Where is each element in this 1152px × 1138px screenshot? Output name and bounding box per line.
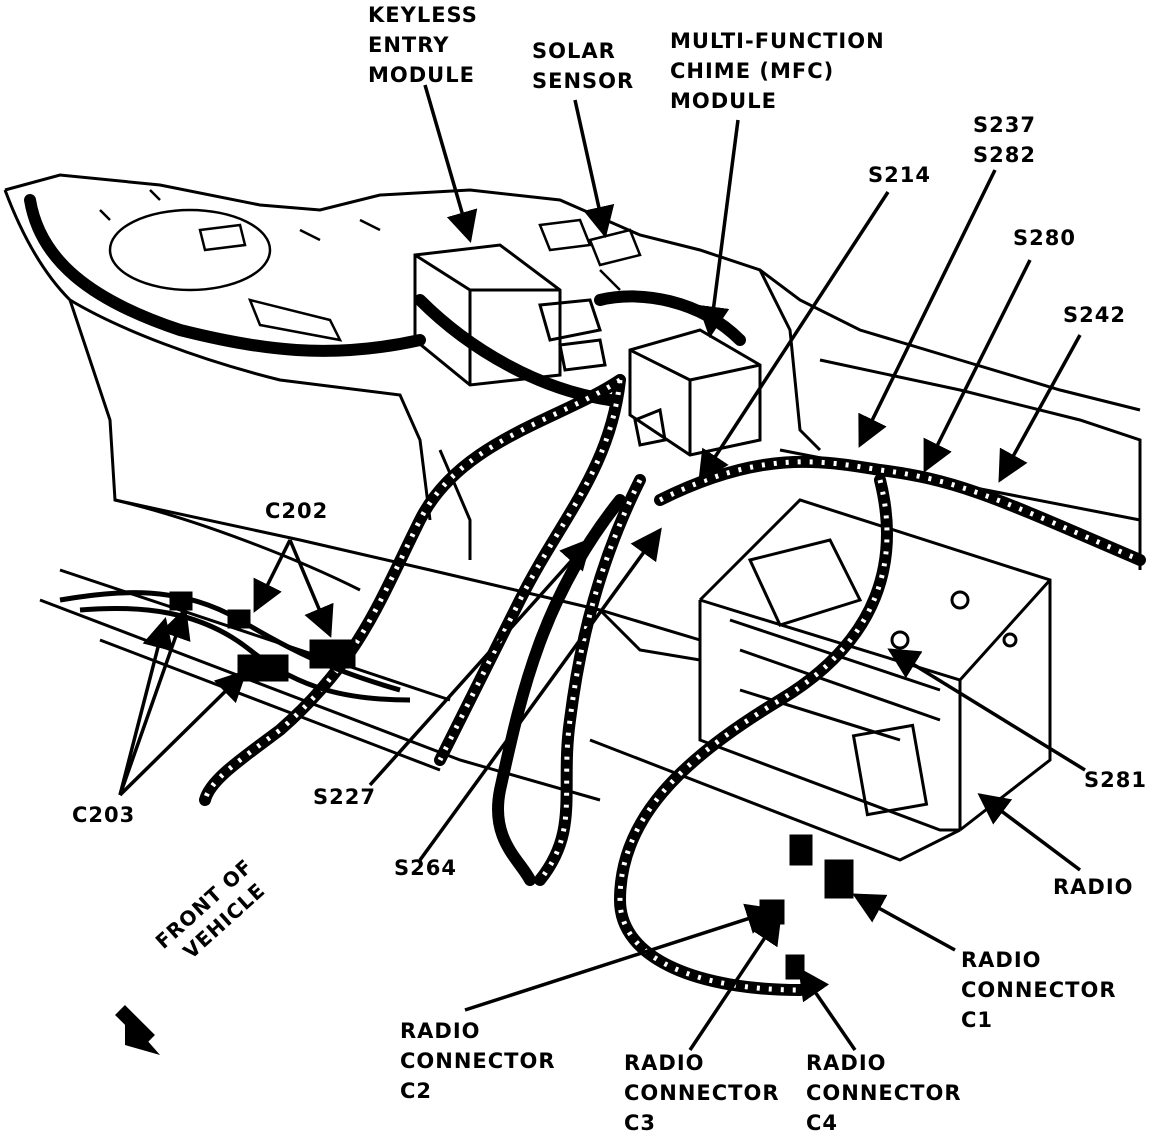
- label-line: MODULE: [670, 89, 777, 113]
- label-solar-sensor: SOLAR SENSOR: [532, 36, 634, 96]
- label-line: RADIO: [806, 1051, 887, 1075]
- radio-connectors: [759, 834, 854, 980]
- label-line: MODULE: [368, 63, 475, 87]
- front-of-vehicle-arrow-icon: [115, 1005, 160, 1055]
- label-line: C4: [806, 1111, 839, 1135]
- label-line: MULTI-FUNCTION: [670, 29, 885, 53]
- label-keyless-entry-module: KEYLESS ENTRY MODULE: [368, 0, 478, 90]
- wire-harness-banding: [202, 377, 1141, 993]
- label-line: RADIO: [961, 948, 1042, 972]
- label-line: SOLAR: [532, 39, 616, 63]
- label-s281: S281: [1084, 768, 1147, 792]
- label-radio-connector-c4: RADIO CONNECTOR C4: [806, 1048, 962, 1138]
- label-line: ENTRY: [368, 33, 450, 57]
- left-bracket: [99, 189, 381, 342]
- label-line: RADIO: [400, 1019, 481, 1043]
- label-line: S237: [973, 113, 1036, 137]
- solar-sensor-shape: [538, 218, 642, 291]
- label-line: C3: [624, 1111, 657, 1135]
- label-c202: C202: [265, 499, 329, 523]
- label-radio: RADIO: [1053, 875, 1134, 899]
- label-s280: S280: [1013, 226, 1076, 250]
- label-s242: S242: [1063, 303, 1126, 327]
- label-line: CONNECTOR: [961, 978, 1117, 1002]
- label-line: RADIO: [624, 1051, 705, 1075]
- label-line: CHIME (MFC): [670, 59, 835, 83]
- label-radio-connector-c3: RADIO CONNECTOR C3: [624, 1048, 780, 1138]
- label-radio-connector-c1: RADIO CONNECTOR C1: [961, 945, 1117, 1035]
- label-s264: S264: [394, 856, 457, 880]
- label-line: KEYLESS: [368, 3, 478, 27]
- label-s214: S214: [868, 163, 931, 187]
- label-s237-s282: S237 S282: [973, 110, 1036, 170]
- label-line: CONNECTOR: [624, 1081, 780, 1105]
- label-line: CONNECTOR: [400, 1049, 556, 1073]
- label-line: C1: [961, 1008, 994, 1032]
- leader-arrows: [118, 84, 1086, 1051]
- label-mfc-module: MULTI-FUNCTION CHIME (MFC) MODULE: [670, 26, 885, 116]
- label-c203: C203: [72, 803, 136, 827]
- label-s227: S227: [313, 785, 376, 809]
- label-line: CONNECTOR: [806, 1081, 962, 1105]
- label-line: S282: [973, 143, 1036, 167]
- label-line: C2: [400, 1079, 433, 1103]
- label-radio-connector-c2: RADIO CONNECTOR C2: [400, 1016, 556, 1106]
- label-line: SENSOR: [532, 69, 635, 93]
- mfc-module-box: [628, 328, 762, 457]
- wire-harness: [24, 194, 1146, 996]
- radio-chassis: [698, 498, 1052, 832]
